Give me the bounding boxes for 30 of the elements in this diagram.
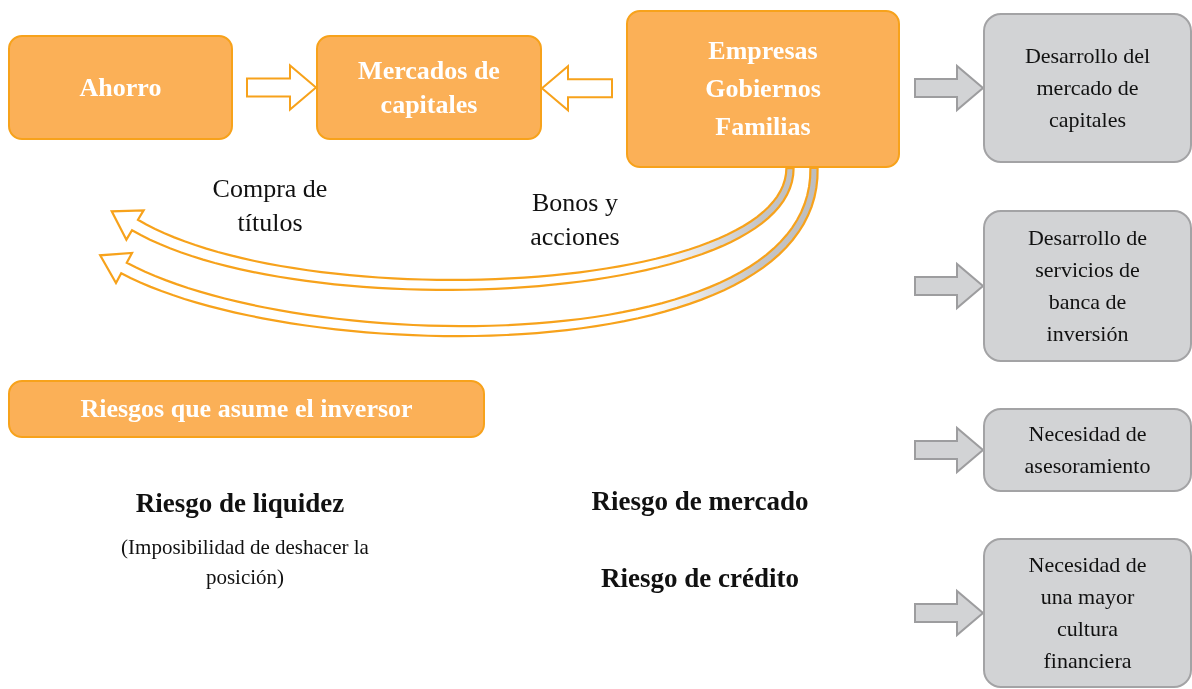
block-arrow	[914, 261, 985, 311]
process-box	[8, 380, 485, 438]
node-text: Ahorro	[79, 71, 162, 104]
annotation-text: Compra de títulos	[211, 173, 329, 239]
process-box	[316, 35, 542, 140]
block-arrow	[914, 425, 985, 475]
process-box	[8, 35, 233, 140]
curved-arrow	[98, 166, 819, 338]
outcome-box	[983, 538, 1192, 688]
outcome-box	[983, 13, 1192, 163]
heading-text: Riesgo de crédito	[600, 562, 800, 595]
node-text: Empresas Gobiernos Familias	[704, 35, 822, 143]
block-arrow	[246, 63, 318, 112]
process-box	[626, 10, 900, 168]
annotation-text: (Imposibilidad de deshacer la posición)	[120, 534, 370, 592]
node-text: Necesidad de una mayor cultura financiera	[1027, 551, 1148, 675]
node-text: Desarrollo del mercado de capitales	[1023, 42, 1152, 134]
heading-text: Riesgo de liquidez	[134, 487, 346, 520]
annotation-text: Bonos y acciones	[529, 187, 621, 253]
node-text: Riesgos que asume el inversor	[80, 393, 413, 426]
curved-arrow	[109, 166, 795, 292]
outcome-box	[983, 408, 1192, 492]
node-text: Necesidad de asesoramiento	[1023, 420, 1152, 480]
heading-text: Riesgo de mercado	[590, 485, 810, 518]
block-arrow	[914, 588, 985, 638]
node-text: Desarrollo de servicios de banca de inversión	[1026, 224, 1149, 348]
block-arrow	[540, 64, 613, 113]
outcome-box	[983, 210, 1192, 362]
block-arrow	[914, 63, 985, 113]
node-text: Mercados de capitales	[357, 54, 501, 121]
